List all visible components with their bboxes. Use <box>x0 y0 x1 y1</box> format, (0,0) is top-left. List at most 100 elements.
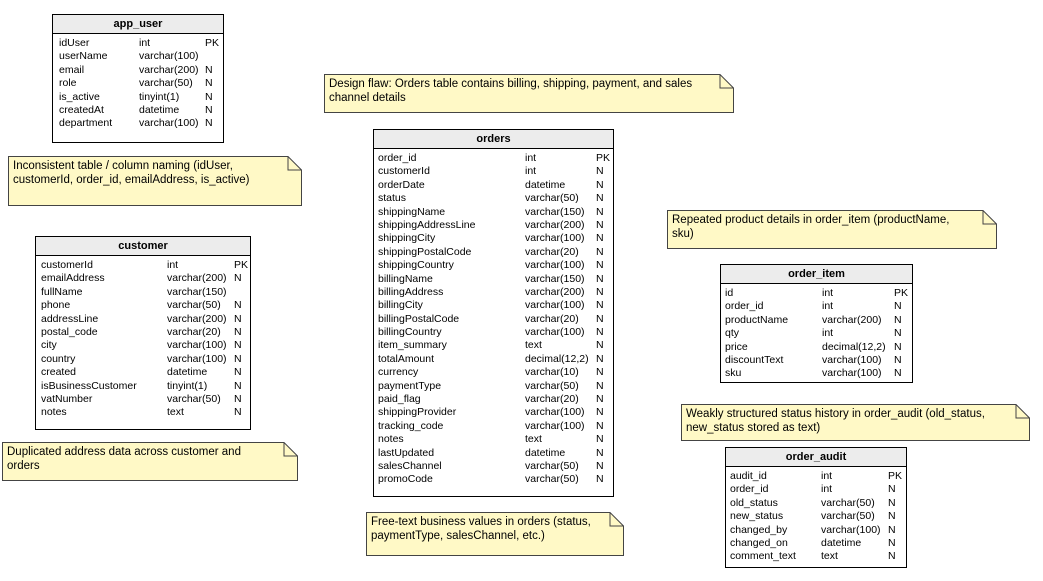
column-flag: N <box>234 312 242 325</box>
note-repeated-product[interactable]: Repeated product details in order_item (… <box>667 210 997 249</box>
column-type: varchar(100) <box>525 406 585 419</box>
column-flag: N <box>205 63 213 76</box>
note-fold <box>287 156 302 171</box>
column-type: varchar(200) <box>167 312 227 325</box>
column-name: is_active <box>59 90 100 103</box>
table-title: app_user <box>53 15 223 34</box>
note-duplicated-address[interactable]: Duplicated address data across customer … <box>2 442 298 481</box>
column-flag: N <box>205 77 213 90</box>
column-flag: N <box>596 406 604 419</box>
column-name: orderDate <box>378 178 425 191</box>
column-flag: N <box>888 483 896 496</box>
column-flag: N <box>234 325 242 338</box>
column-flag: N <box>205 90 213 103</box>
note-inconsistent-naming[interactable]: Inconsistent table / column naming (idUs… <box>8 156 302 206</box>
note-text: Duplicated address data across customer … <box>7 446 241 472</box>
column-flag: N <box>234 392 242 405</box>
note-body <box>324 74 734 113</box>
note-free-text-values[interactable]: Free-text business values in orders (sta… <box>366 512 624 556</box>
column-type: varchar(20) <box>525 245 579 258</box>
column-name: shippingPostalCode <box>378 245 472 258</box>
column-name: price <box>725 340 748 353</box>
column-name: paymentType <box>378 379 442 392</box>
note-shape <box>324 74 734 113</box>
note-shape <box>681 404 1030 441</box>
column-flag: N <box>234 352 242 365</box>
note-body <box>2 442 298 481</box>
column-type: varchar(100) <box>167 339 227 352</box>
column-type: decimal(12,2) <box>525 352 589 365</box>
note-text: Repeated product details in order_item (… <box>672 214 950 240</box>
column-name: notes <box>378 433 404 446</box>
column-type: int <box>167 259 179 271</box>
column-name: order_id <box>730 483 769 496</box>
column-type: varchar(50) <box>167 299 221 312</box>
column-flag: N <box>596 299 604 312</box>
column-type: varchar(100) <box>525 232 585 245</box>
column-name: billingPostalCode <box>378 312 460 325</box>
column-name: postal_code <box>41 325 98 338</box>
column-name: emailAddress <box>41 272 105 285</box>
column-type: varchar(150) <box>525 205 585 218</box>
column-type: datetime <box>821 536 862 549</box>
column-type: varchar(100) <box>139 117 199 130</box>
column-name: salesChannel <box>378 459 442 472</box>
column-name: shippingCountry <box>378 259 454 272</box>
column-type: varchar(200) <box>822 313 882 326</box>
column-flag: N <box>596 366 604 379</box>
column-name: city <box>41 339 57 352</box>
column-name: lastUpdated <box>378 446 435 459</box>
note-design-flaw[interactable]: Design flaw: Orders table contains billi… <box>324 74 734 113</box>
table-title: order_item <box>721 265 912 284</box>
column-name: fullName <box>41 285 83 298</box>
column-name: productName <box>725 313 789 326</box>
column-flag: N <box>596 326 604 339</box>
column-name: shippingProvider <box>378 406 457 419</box>
column-type: varchar(100) <box>167 352 227 365</box>
column-flag: N <box>596 352 604 365</box>
column-type: varchar(10) <box>525 366 579 379</box>
column-type: int <box>822 300 834 313</box>
column-name: billingName <box>378 272 433 285</box>
note-fold <box>609 512 624 527</box>
column-flag: N <box>888 510 896 523</box>
column-type: text <box>525 339 542 352</box>
column-type: varchar(100) <box>822 367 882 380</box>
column-type: varchar(100) <box>525 326 585 339</box>
note-body <box>366 512 624 556</box>
column-type: varchar(100) <box>822 353 882 366</box>
note-fold <box>982 210 997 225</box>
column-name: changed_by <box>730 523 788 536</box>
column-flag: N <box>596 259 604 272</box>
note-status-history[interactable]: Weakly structured status history in orde… <box>681 404 1030 441</box>
column-name: department <box>59 117 113 130</box>
